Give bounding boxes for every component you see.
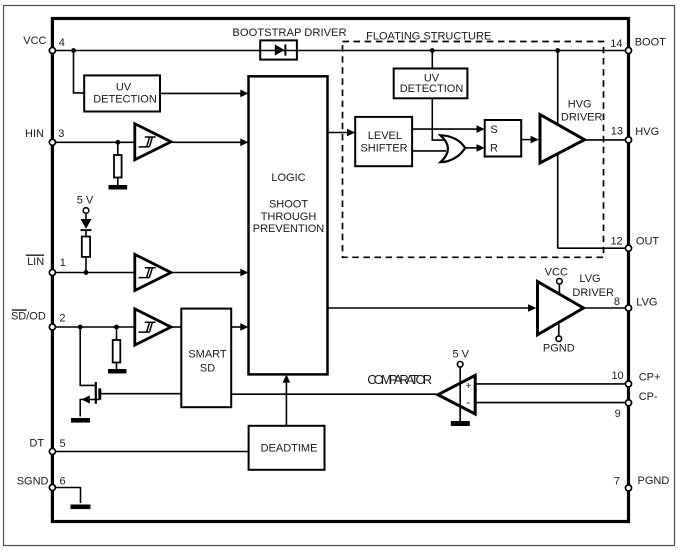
svg-text:SHOOT: SHOOT xyxy=(269,199,308,211)
svg-text:PGND: PGND xyxy=(638,475,670,487)
svg-text:4: 4 xyxy=(59,37,65,49)
svg-text:+: + xyxy=(466,381,472,392)
svg-text:DETECTION: DETECTION xyxy=(400,83,464,95)
svg-text:DRIVER: DRIVER xyxy=(572,287,614,299)
svg-text:3: 3 xyxy=(58,128,64,140)
svg-text:LIN: LIN xyxy=(27,256,44,268)
svg-text:5 V: 5 V xyxy=(452,348,469,360)
svg-text:LOGIC: LOGIC xyxy=(271,172,305,184)
svg-text:DT: DT xyxy=(29,437,44,449)
svg-text:VCC: VCC xyxy=(545,266,568,278)
svg-text:HIN: HIN xyxy=(25,128,44,140)
svg-text:DRIVER: DRIVER xyxy=(561,111,603,123)
svg-text:UV: UV xyxy=(116,82,132,94)
svg-text:VCC: VCC xyxy=(23,35,46,47)
svg-text:R: R xyxy=(490,143,498,155)
svg-text:SD/OD: SD/OD xyxy=(11,310,46,322)
svg-text:UV: UV xyxy=(424,73,440,85)
svg-text:LEVEL: LEVEL xyxy=(368,130,402,142)
svg-text:1: 1 xyxy=(60,257,66,269)
svg-text:DETECTION: DETECTION xyxy=(93,94,157,106)
svg-text:14: 14 xyxy=(610,38,622,50)
svg-text:7: 7 xyxy=(614,475,620,487)
svg-text:5: 5 xyxy=(60,438,66,450)
svg-text:6: 6 xyxy=(60,476,66,488)
svg-text:SHIFTER: SHIFTER xyxy=(360,143,407,155)
svg-text:HVG: HVG xyxy=(568,99,592,111)
svg-text:COMPARATOR: COMPARATOR xyxy=(367,372,432,387)
svg-text:DEADTIME: DEADTIME xyxy=(261,442,318,454)
svg-text:FLOATING STRUCTURE: FLOATING STRUCTURE xyxy=(366,31,491,43)
svg-text:BOOTSTRAP DRIVER: BOOTSTRAP DRIVER xyxy=(232,27,346,39)
svg-text:S: S xyxy=(490,124,497,136)
svg-text:CP+: CP+ xyxy=(639,371,661,383)
svg-text:5 V: 5 V xyxy=(77,195,94,207)
svg-text:OUT: OUT xyxy=(636,236,660,248)
svg-text:13: 13 xyxy=(611,125,623,137)
svg-text:SMART: SMART xyxy=(188,348,227,360)
svg-text:SD: SD xyxy=(200,363,215,375)
svg-text:12: 12 xyxy=(610,236,622,248)
svg-text:-: - xyxy=(466,395,470,409)
svg-text:THROUGH: THROUGH xyxy=(261,211,317,223)
svg-text:10: 10 xyxy=(611,370,623,382)
svg-text:CP-: CP- xyxy=(639,391,658,403)
svg-text:PREVENTION: PREVENTION xyxy=(253,223,325,235)
svg-text:BOOT: BOOT xyxy=(635,37,666,49)
svg-text:LVG: LVG xyxy=(636,296,657,308)
svg-text:PGND: PGND xyxy=(543,343,575,355)
svg-text:9: 9 xyxy=(615,408,621,420)
svg-text:8: 8 xyxy=(614,296,620,308)
svg-text:2: 2 xyxy=(59,313,65,325)
svg-text:SGND: SGND xyxy=(17,476,49,488)
svg-text:HVG: HVG xyxy=(635,126,659,138)
svg-text:LVG: LVG xyxy=(579,273,600,285)
